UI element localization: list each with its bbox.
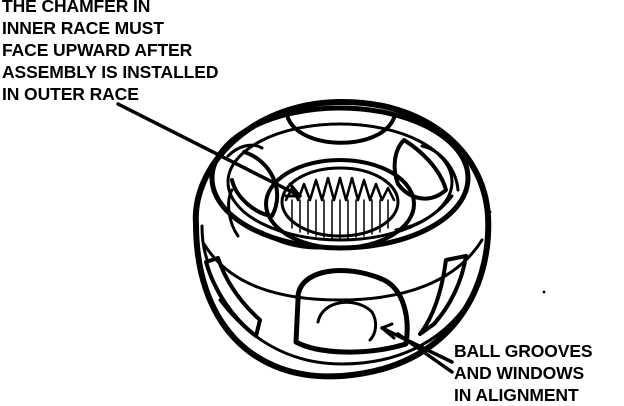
outer-race-inner-rim [226, 122, 454, 242]
grooves-leader-arrow [380, 322, 396, 340]
chamfer-callout-line: ASSEMBLY IS INSTALLED [2, 62, 219, 82]
inner-race-splines [284, 176, 396, 202]
chamfer-callout: THE CHAMFER IN INNER RACE MUST FACE UPWA… [2, 0, 218, 105]
chamfer-callout-line: IN OUTER RACE [2, 84, 139, 104]
chamfer-callout-line: INNER RACE MUST [2, 18, 164, 38]
top-ball-pocket [286, 116, 396, 145]
inner-race-outer-edge [264, 158, 416, 250]
inner-race-spline-lines [291, 199, 389, 239]
speck [542, 290, 546, 294]
right-outer-window [420, 144, 460, 192]
left-ball-pocket [230, 150, 280, 218]
front-ball-groove [316, 300, 378, 342]
ball-grooves-callout-line: IN ALIGNMENT [454, 385, 579, 405]
chamfer-callout-line: THE CHAMFER IN [2, 0, 151, 16]
ball-grooves-callout-line: AND WINDOWS [454, 363, 585, 383]
chamfer-leader-line [116, 102, 302, 198]
chamfer-callout-line: FACE UPWARD AFTER [2, 40, 193, 60]
grooves-leader-line-upper [380, 326, 454, 364]
lower-left-pocket [260, 230, 320, 250]
left-side-window [204, 256, 262, 338]
left-window-top [227, 188, 240, 238]
ball-grooves-callout-line: BALL GROOVES [454, 341, 593, 361]
ball-grooves-callout: BALL GROOVES AND WINDOWS IN ALIGNMENT [454, 340, 593, 406]
outer-race-lower-band [202, 238, 484, 302]
right-side-window [418, 254, 468, 336]
right-ball-pocket [392, 138, 448, 201]
speck [488, 210, 492, 214]
front-ball-window [293, 268, 410, 355]
left-outer-window [226, 143, 264, 158]
grooves-leader-line-lower [396, 332, 454, 374]
chamfer-leader-arrow [284, 182, 302, 198]
outer-race-bottom-edge [218, 298, 472, 366]
